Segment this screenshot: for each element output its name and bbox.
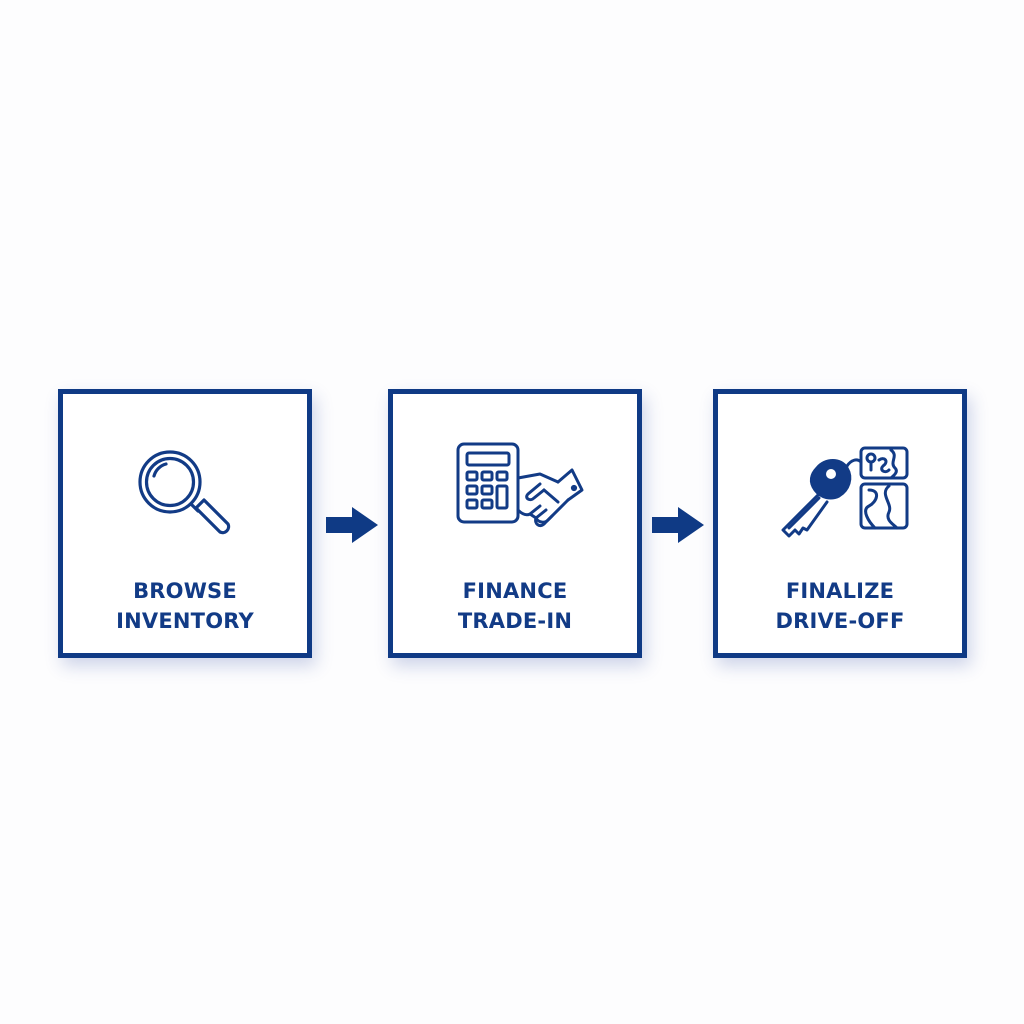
calculator-handshake-icon	[456, 442, 584, 528]
step-label: FINANCE TRADE-IN	[457, 579, 573, 633]
step-label: FINALIZE DRIVE-OFF	[775, 579, 905, 633]
arrow-right-icon	[652, 507, 704, 543]
step-browse-inventory: BROWSE INVENTORY	[58, 389, 312, 658]
car-key-map-icon	[781, 446, 909, 538]
step-finalize-drive-off: FINALIZE DRIVE-OFF	[713, 389, 967, 658]
magnifying-glass-icon	[138, 450, 231, 535]
arrow-right-icon	[326, 507, 378, 543]
step-label: BROWSE INVENTORY	[116, 579, 254, 633]
step-finance-trade-in: FINANCE TRADE-IN	[388, 389, 642, 658]
